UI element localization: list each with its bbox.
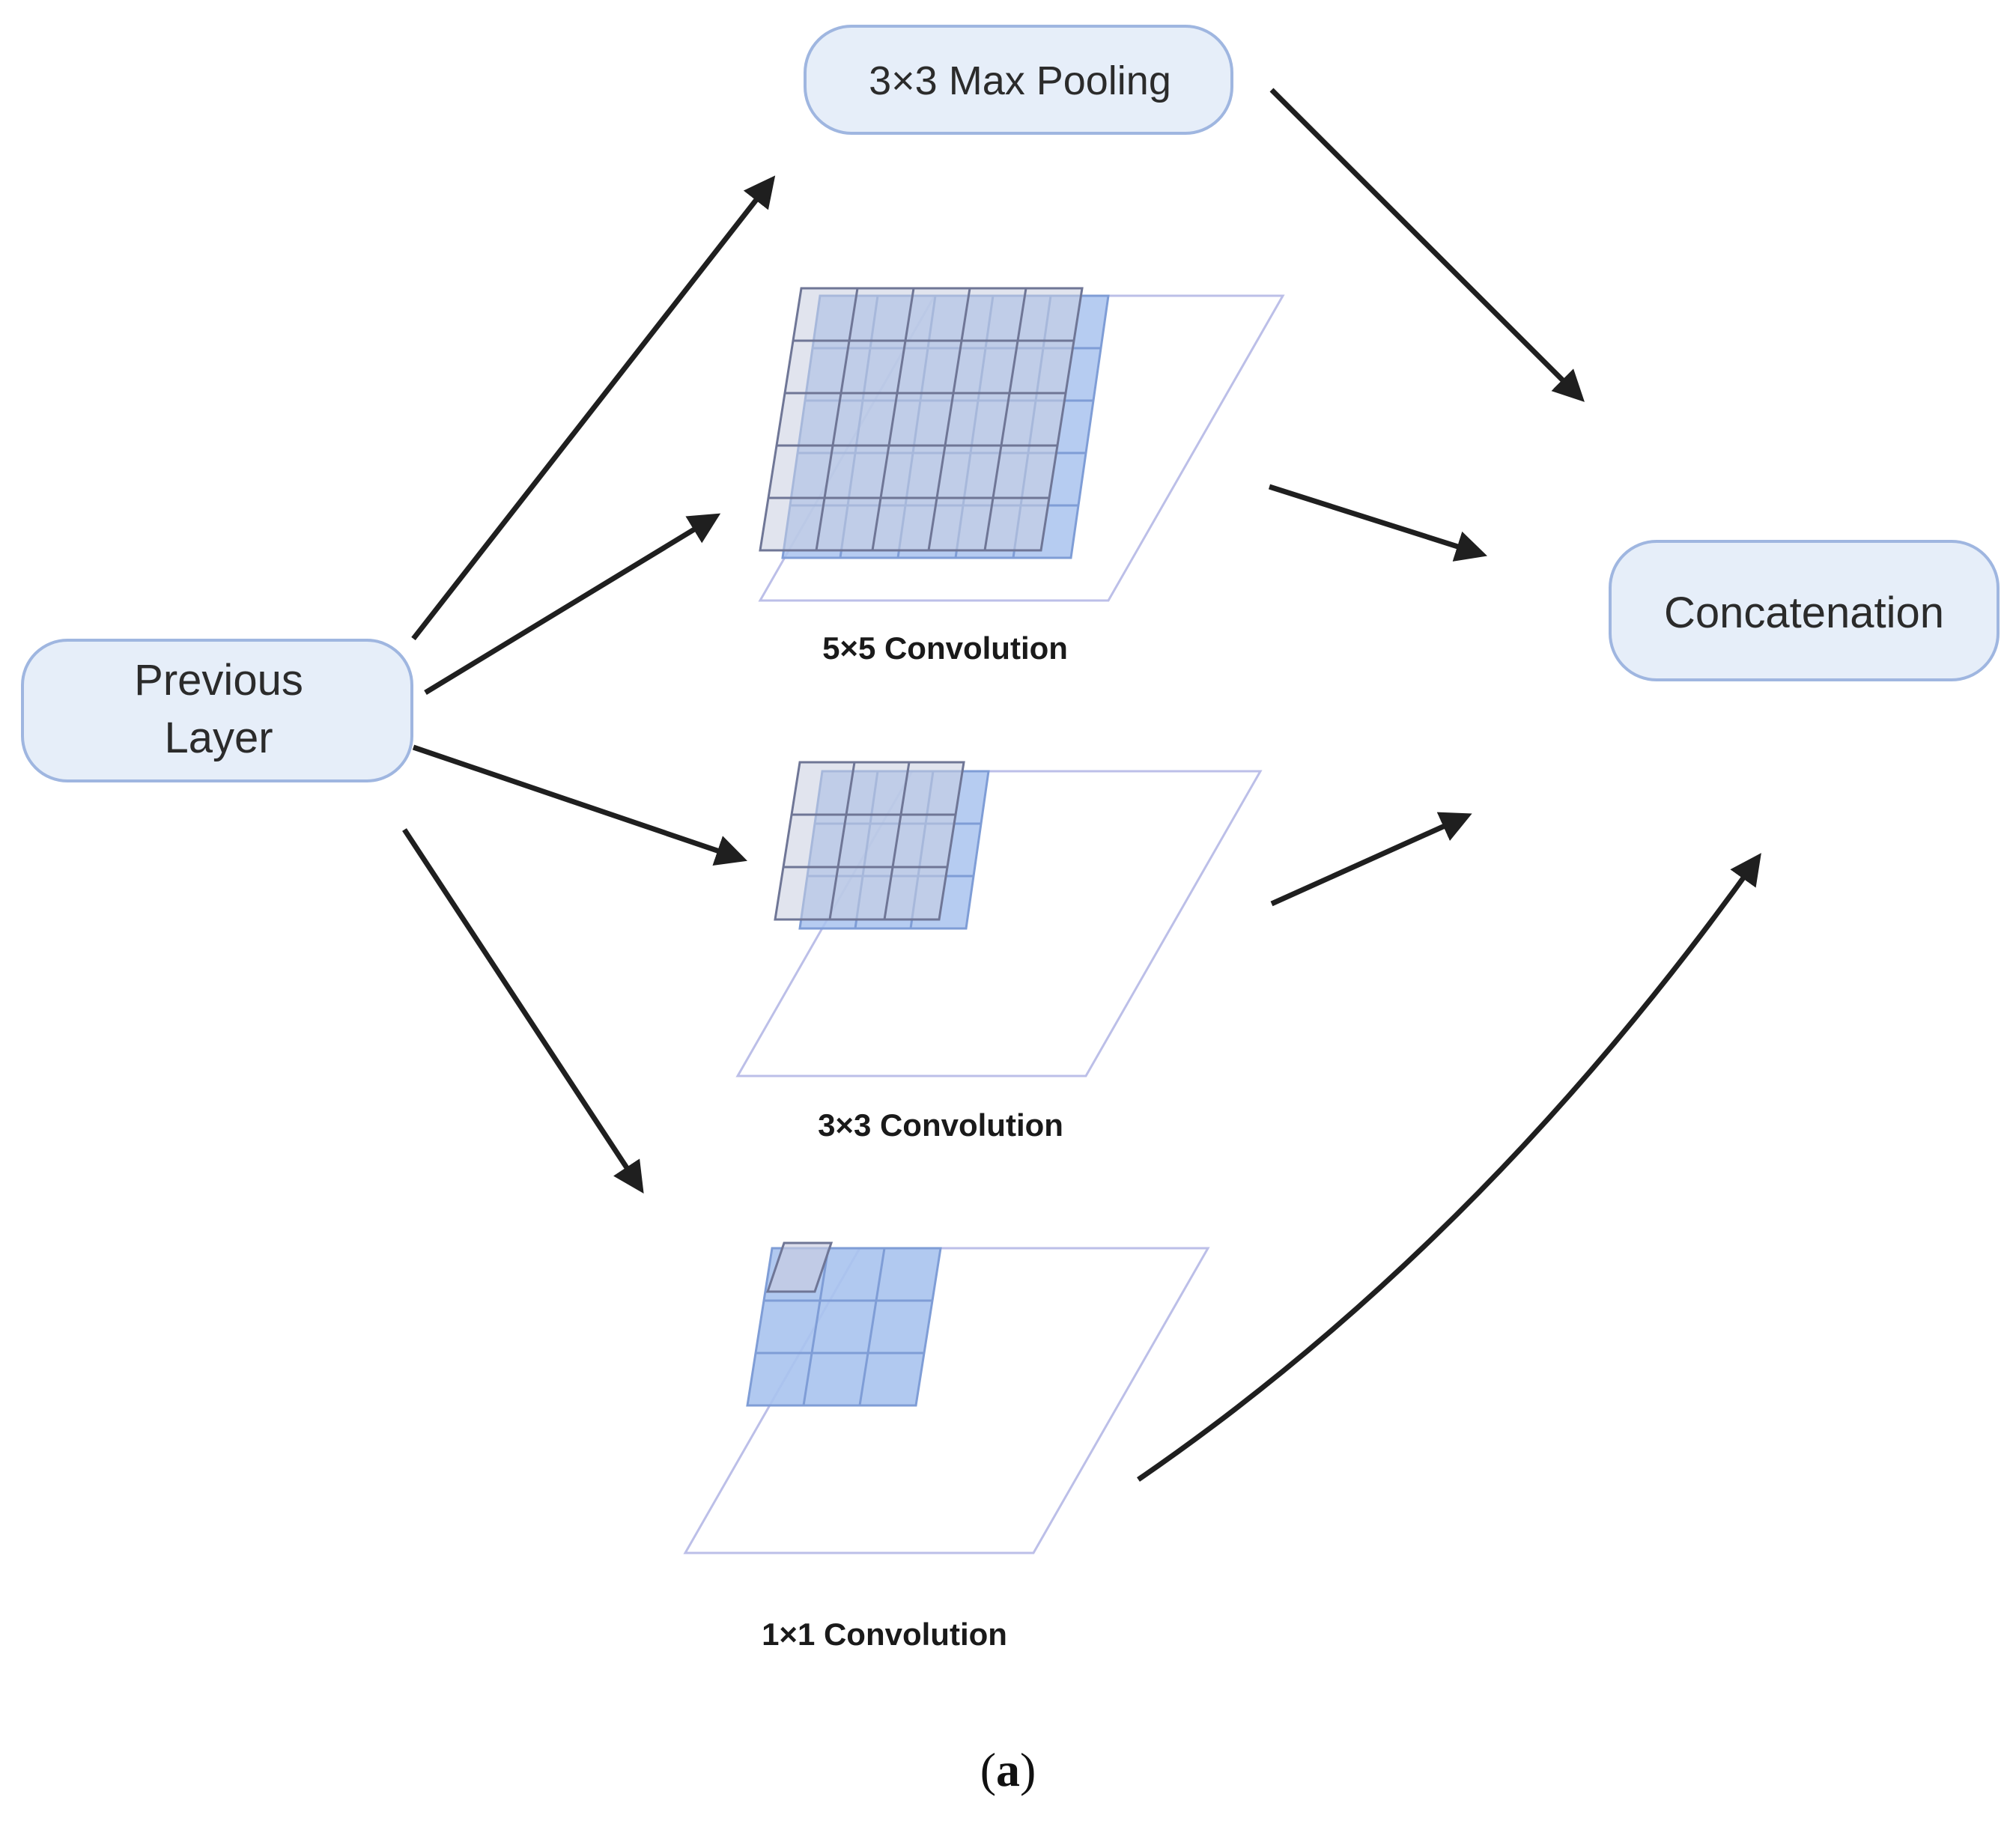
caption-open-paren: ( <box>980 1743 996 1796</box>
previous-layer-node: Previous Layer <box>21 639 413 782</box>
conv-3x3-gray-grid <box>774 761 965 921</box>
concatenation-node: Concatenation <box>1609 540 2000 681</box>
conv-1x1-label: 1×1 Convolution <box>762 1617 1007 1652</box>
arrow-prev-to-conv3 <box>412 744 747 866</box>
conv-1x1-illustration <box>683 1241 1210 1554</box>
conv-5x5-label: 5×5 Convolution <box>822 630 1068 666</box>
caption-letter: a <box>996 1743 1020 1796</box>
conv-5x5-gray-grid-vline <box>815 288 859 551</box>
figure-caption: (a) <box>980 1743 1036 1796</box>
conv-5x5-gray-grid-vline <box>871 288 915 551</box>
conv-1x1-blue-grid-vline <box>858 1247 886 1406</box>
conv-3x3-output-frame <box>735 770 1263 1077</box>
previous-layer-label-line1: Previous <box>134 656 303 705</box>
arrow-conv5-to-concat <box>1268 484 1488 562</box>
previous-layer-label-line2: Layer <box>164 714 273 762</box>
arrow-conv3-to-concat <box>1270 812 1472 907</box>
conv-1x1-blue-grid-vline <box>802 1247 830 1406</box>
conv-3x3-label: 3×3 Convolution <box>818 1107 1063 1143</box>
concatenation-box <box>1609 540 2000 681</box>
max-pooling-node: 3×3 Max Pooling <box>804 25 1233 135</box>
conv-5x5-gray-grid-vline <box>927 288 971 551</box>
conv-5x5-gray-grid-vline <box>983 288 1027 551</box>
svg-text:(a): (a) <box>980 1743 1036 1796</box>
conv-1x1-gray-grid <box>765 1241 834 1293</box>
arrow-prev-to-maxpool <box>411 175 776 641</box>
arrow-maxpool-to-concat <box>1269 88 1585 402</box>
conv-1x1-output-frame <box>683 1247 1210 1554</box>
concatenation-label: Concatenation <box>1664 589 1944 637</box>
arrow-prev-to-conv5 <box>424 513 721 695</box>
previous-layer-box <box>21 639 413 782</box>
max-pooling-box <box>804 25 1233 135</box>
conv-5x5-illustration <box>758 287 1285 602</box>
conv-3x3-gray-grid-vline <box>828 761 856 920</box>
arrow-prev-to-conv1 <box>402 828 644 1194</box>
conv-3x3-gray-grid-vline <box>883 761 911 920</box>
max-pooling-label: 3×3 Max Pooling <box>869 58 1171 103</box>
conv-5x5-gray-grid <box>759 287 1084 552</box>
caption-close-paren: ) <box>1020 1743 1036 1796</box>
conv-3x3-illustration <box>735 761 1263 1077</box>
arrows <box>402 88 1761 1482</box>
arrow-conv1-to-concat <box>1137 853 1761 1482</box>
